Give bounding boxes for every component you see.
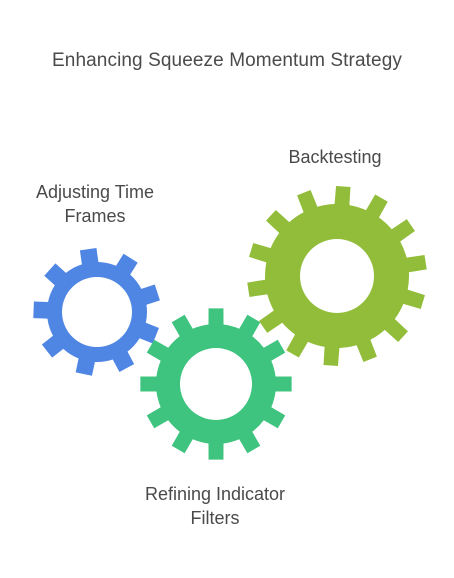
label-adjusting-time-frames: Adjusting Time Frames [10,180,180,228]
gear-refining-indicator-filters [140,308,292,460]
diagram-title: Enhancing Squeeze Momentum Strategy [52,50,402,71]
gear-backtesting [247,186,427,366]
gear-adjusting-time-frames [33,248,160,376]
label-backtesting: Backtesting [255,145,415,169]
label-refining-indicator-filters-line-2: Filters [190,508,240,528]
label-refining-indicator-filters: Refining Indicator Filters [115,482,315,530]
label-refining-indicator-filters-line-1: Refining Indicator [144,484,286,504]
label-adjusting-time-frames-line-2: Frames [64,206,126,226]
label-backtesting-line-1: Backtesting [288,147,382,167]
label-adjusting-time-frames-line-1: Adjusting Time [35,182,155,202]
